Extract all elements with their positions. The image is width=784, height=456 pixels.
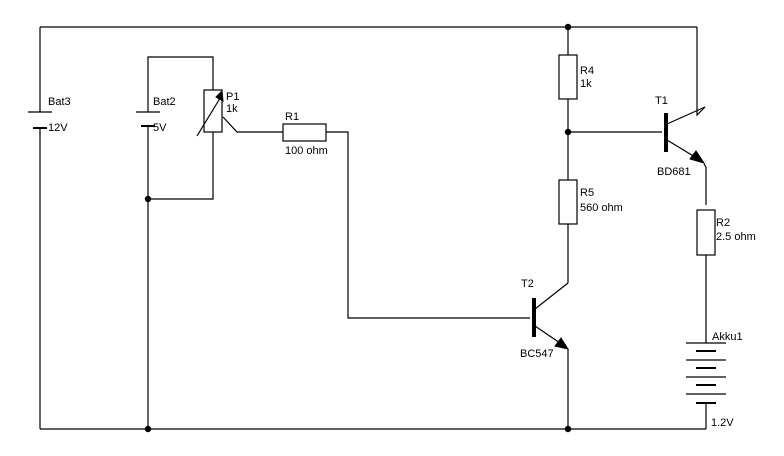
r2-value: 2.5 ohm [716,231,756,243]
potentiometer-arrow-shaft [196,94,223,137]
t2-name: T2 [521,278,534,290]
resistor-body [696,209,716,256]
bat3-name: Bat3 [48,96,71,108]
junction-dot [564,128,572,136]
resistor-r5: R5 560 ohm [558,179,623,225]
battery-akku1: Akku1 1.2V [686,331,743,429]
bat2-value: 5V [153,122,167,134]
p1-value: 1k [226,103,238,115]
transistor-emitter-arrow [554,337,570,350]
r1-to-t2-base-wire [326,131,530,319]
junction-dot [144,425,152,433]
bat2-top-wire [147,56,214,112]
p1-name: P1 [226,91,239,103]
resistor-r2: R2 2.5 ohm [696,209,756,256]
transistor-emitter-lead [534,325,561,344]
r4-name: R4 [580,65,594,77]
bat2-bottom-wire [147,126,214,200]
junction-dot [144,195,152,203]
r1-name: R1 [285,111,299,123]
potentiometer-p1: P1 1k [196,89,239,137]
battery-bat2: Bat2 5V [136,96,176,134]
akku1-name: Akku1 [712,331,743,343]
resistor-r1: R1 100 ohm [282,111,328,157]
t2-value: BC547 [520,348,554,360]
transistor-emitter-lead [666,139,696,158]
junction-dot [564,23,572,31]
resistor-body [282,123,327,142]
transistor-t1: T1 BD681 [655,95,706,178]
r2-name: R2 [716,217,730,229]
bat3-value: 12V [48,122,68,134]
transistor-collector-lead [534,282,569,310]
t1-emitter-wire [703,163,707,205]
t1-collector-wire [696,27,706,117]
wires [39,26,707,430]
r5-name: R5 [580,187,594,199]
t1-name: T1 [655,95,668,107]
r1-value: 100 ohm [285,145,328,157]
bat2-name: Bat2 [153,96,176,108]
wiper-wire [222,116,283,133]
r5-value: 560 ohm [580,202,623,214]
transistor-t2: T2 BC547 [520,278,570,368]
potentiometer-arrow-head [215,89,224,102]
resistor-body [558,179,578,225]
resistor-body [558,54,578,100]
potentiometer-body [203,89,223,133]
junctions [144,23,572,433]
resistor-r4: R4 1k [558,54,594,100]
transistor-emitter-arrow [689,150,706,164]
junction-dot [564,425,572,433]
akku1-value: 1.2V [711,417,734,429]
t1-value: BD681 [657,166,691,178]
r4-value: 1k [580,78,592,90]
battery-bat3: Bat3 12V [28,96,71,134]
transistor-collector-lead [666,106,706,125]
